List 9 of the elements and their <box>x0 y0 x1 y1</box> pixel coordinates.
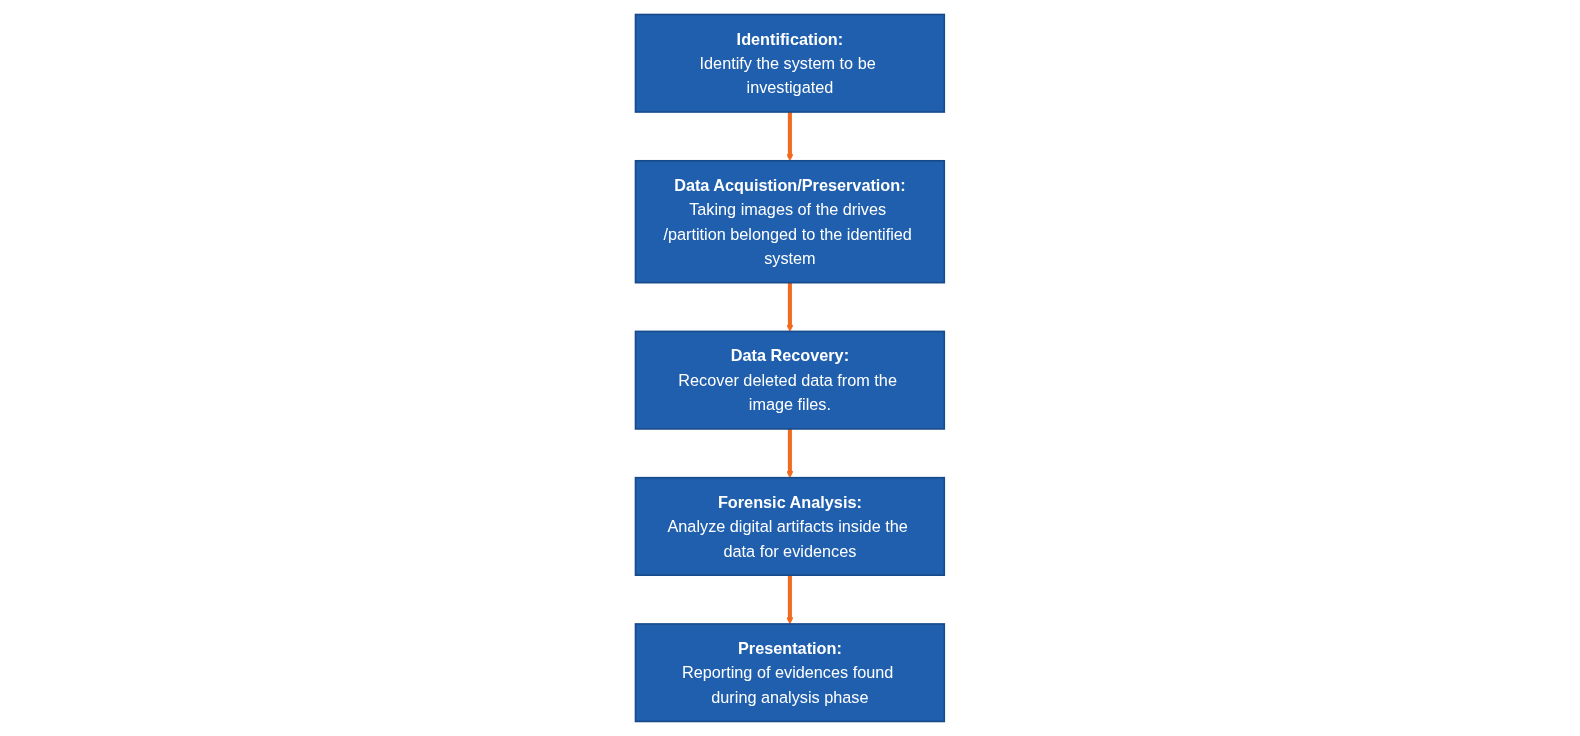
arrow <box>786 575 794 625</box>
node-box: Data Acquistion/Preservation: Taking images of the drives /partition belonged to the identified system <box>634 159 946 284</box>
arrow <box>786 112 794 162</box>
node-box: Forensic Analysis: Analyze digital artifacts inside the data for evidences <box>634 476 946 577</box>
arrow <box>786 282 794 332</box>
node-box: Presentation: Reporting of evidences found during analysis phase <box>634 623 946 723</box>
node-box: Data Recovery: Recover deleted data from the image files. <box>634 330 946 430</box>
node-box: Identification: Identify the system to be investigated <box>634 13 946 113</box>
arrow <box>786 428 794 479</box>
